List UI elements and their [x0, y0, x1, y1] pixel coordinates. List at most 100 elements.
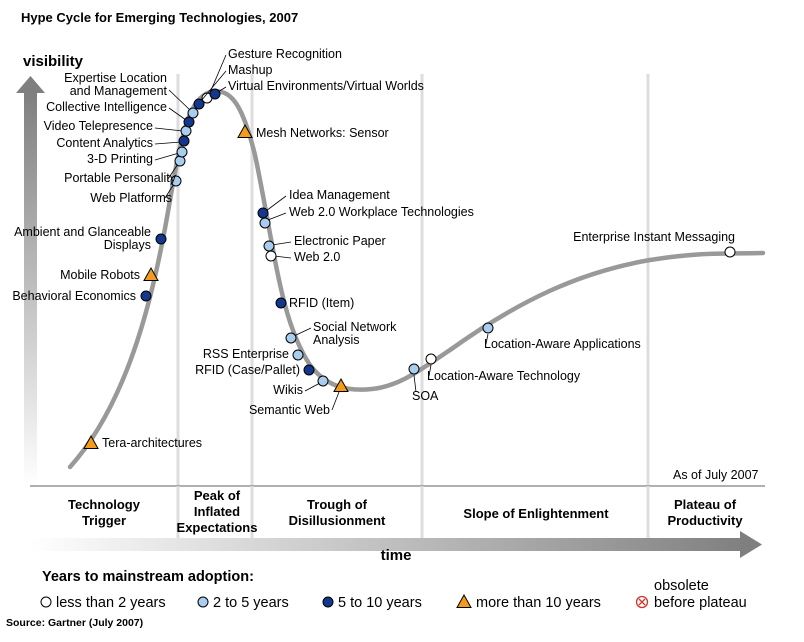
technology-marker	[317, 375, 329, 387]
technology-item: Mobile Robots	[60, 266, 159, 282]
phase-label: Slope of Enlightenment	[463, 506, 609, 521]
leader-line	[293, 327, 312, 337]
legend-marker	[322, 596, 334, 608]
technology-label: RFID (Case/Pallet)	[195, 363, 300, 377]
technology-label: Behavioral Economics	[12, 289, 136, 303]
legend-marker	[197, 596, 209, 608]
technology-label: Portable Personality	[64, 171, 177, 185]
technology-item: Content Analytics	[56, 135, 190, 150]
leader-line	[331, 391, 340, 411]
technology-item: Web Platforms	[90, 175, 182, 205]
technology-label: SOA	[412, 389, 439, 403]
y-axis	[24, 93, 37, 486]
technology-marker	[263, 240, 275, 252]
technology-item: Wikis	[273, 375, 329, 397]
leader-line	[164, 183, 175, 199]
technology-marker	[178, 135, 190, 147]
leader-line	[428, 364, 432, 377]
technology-item: SOA	[408, 363, 439, 403]
leader-line	[168, 89, 191, 111]
technology-marker	[140, 290, 152, 302]
as-of-date: As of July 2007	[673, 468, 759, 482]
technology-label: RSS Enterprise	[203, 347, 289, 361]
technology-label: Collective Intelligence	[46, 100, 167, 114]
legend-label: more than 10 years	[476, 595, 601, 611]
technology-marker	[292, 349, 304, 361]
leader-line	[413, 374, 417, 393]
leader-line	[273, 255, 292, 259]
technology-marker	[333, 377, 349, 392]
technology-marker	[237, 123, 253, 138]
technology-label: Content Analytics	[56, 136, 153, 150]
technology-item: Behavioral Economics	[12, 289, 152, 303]
technology-item: Enterprise Instant Messaging	[573, 230, 736, 258]
technology-label: Web 2.0 Workplace Technologies	[289, 205, 474, 219]
leader-line	[200, 70, 227, 102]
legend-item: more than 10 years	[456, 593, 601, 611]
technology-label: Virtual Environments/Virtual Worlds	[228, 79, 424, 93]
technology-item: Tera-architectures	[83, 434, 202, 450]
technology-item: Portable Personality	[64, 155, 186, 185]
leader-line	[265, 195, 287, 212]
technology-marker	[482, 322, 494, 334]
technology-marker	[303, 364, 315, 376]
technology-marker	[183, 116, 195, 128]
technology-marker	[265, 250, 277, 262]
technology-item: RFID (Case/Pallet)	[195, 363, 315, 377]
technology-label: 3-D Printing	[87, 152, 153, 166]
technology-label: Mobile Robots	[60, 268, 140, 282]
technology-item: Collective Intelligence	[46, 100, 195, 128]
legend-item: 2 to 5 years	[197, 595, 289, 611]
leader-line	[271, 241, 292, 246]
technology-item: Electronic Paper	[263, 234, 386, 252]
technology-item: RFID (Item)	[275, 296, 354, 310]
technology-item: Web 2.0	[265, 250, 340, 264]
legend-marker	[456, 593, 472, 608]
technology-label: Wikis	[273, 383, 303, 397]
technology-item: 3-D Printing	[87, 146, 188, 166]
technology-marker	[174, 155, 186, 167]
leader-line	[304, 382, 321, 392]
technology-label: Web Platforms	[90, 191, 172, 205]
technology-item: Semantic Web	[249, 377, 349, 417]
technology-item: Location-Aware Applications	[482, 322, 641, 351]
technology-label: RFID (Item)	[289, 296, 354, 310]
x-axis-label: time	[381, 547, 412, 564]
legend-marker	[40, 596, 52, 608]
technology-label: Semantic Web	[249, 403, 330, 417]
technology-item: Web 2.0 Workplace Technologies	[259, 205, 474, 229]
technology-label: Video Telepresence	[44, 119, 153, 133]
y-axis-arrow	[16, 76, 45, 93]
technology-label: Mesh Networks: Sensor	[256, 126, 389, 140]
technology-marker	[193, 98, 205, 110]
technology-label: Gesture Recognition	[228, 47, 342, 61]
technology-marker	[724, 246, 736, 258]
technology-marker	[155, 233, 167, 245]
technology-marker	[187, 107, 199, 119]
technology-marker	[170, 175, 182, 187]
y-axis-label: visibility	[23, 53, 84, 70]
technology-label: Mashup	[228, 63, 273, 77]
technology-marker	[209, 88, 221, 100]
legend-label: 5 to 10 years	[338, 595, 422, 611]
diagram-title: Hype Cycle for Emerging Technologies, 20…	[21, 10, 298, 25]
technology-label: Location-Aware Applications	[484, 337, 641, 351]
technology-label: Location-Aware Technology	[427, 369, 581, 383]
leader-line	[154, 141, 182, 145]
technology-marker	[408, 363, 420, 375]
x-axis-arrow	[740, 531, 762, 558]
x-axis	[30, 538, 750, 551]
technology-marker	[176, 146, 188, 158]
technology-marker	[285, 332, 297, 344]
legend-item: less than 2 years	[40, 595, 166, 611]
leader-line	[154, 127, 184, 132]
technology-marker	[425, 353, 437, 365]
